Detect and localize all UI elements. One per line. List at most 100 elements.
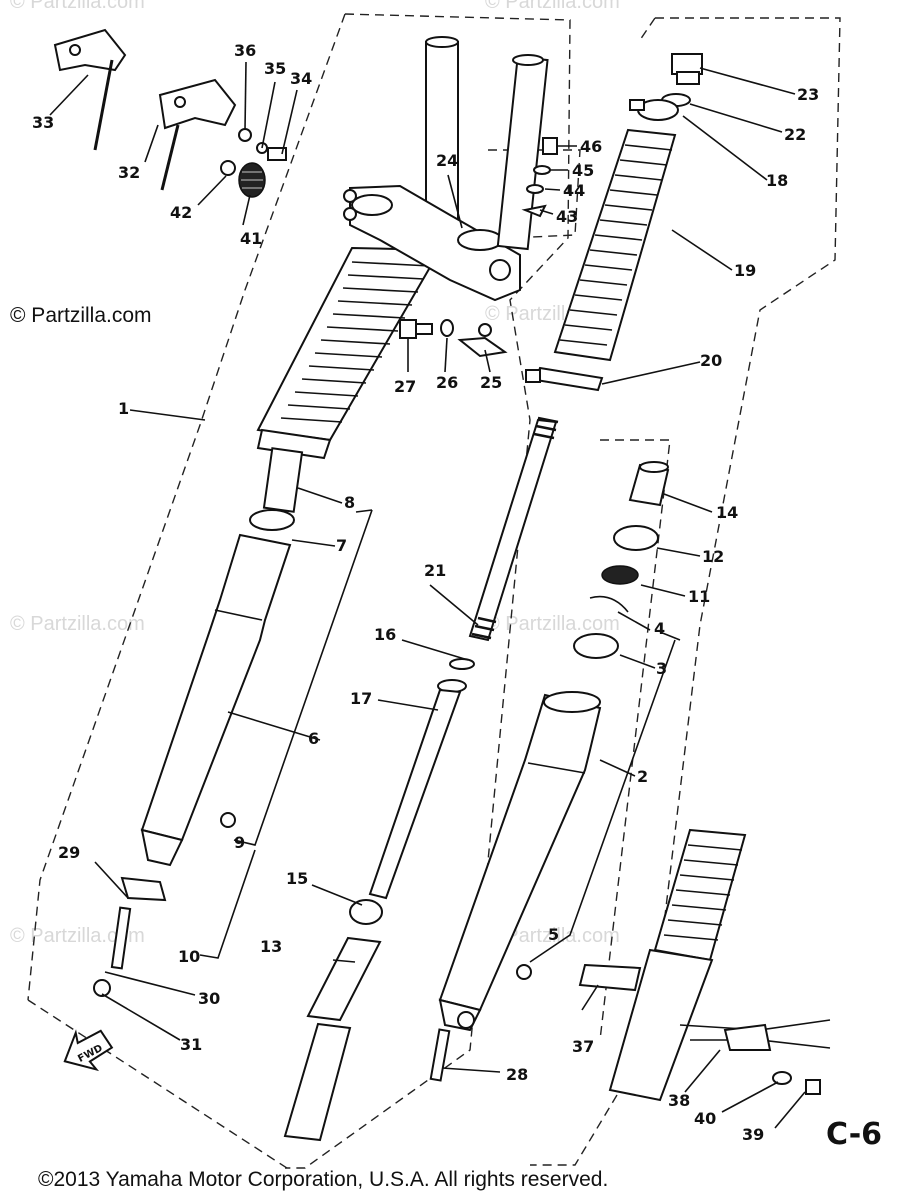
bolt-46 — [542, 137, 558, 155]
seal-12 — [613, 525, 659, 551]
callout-7: 7 — [336, 536, 347, 555]
callout-22: 22 — [784, 125, 806, 144]
callout-40: 40 — [694, 1109, 716, 1128]
forward-arrow-icon: FWD — [63, 1029, 114, 1072]
washer-44 — [526, 184, 544, 194]
callout-13: 13 — [260, 937, 282, 956]
brand-watermark: © Partzilla.com — [10, 304, 152, 327]
cap-29 — [120, 876, 167, 902]
callout-10: 10 — [178, 947, 200, 966]
callout-18: 18 — [766, 171, 788, 190]
callout-38: 38 — [668, 1091, 690, 1110]
tube-13 — [283, 936, 382, 1142]
bolt-39 — [805, 1079, 821, 1095]
damper-rod-17 — [368, 679, 467, 900]
callout-8: 8 — [344, 493, 355, 512]
lower-right-boot — [608, 828, 747, 1102]
callout-31: 31 — [180, 1035, 202, 1054]
fork-boot-19 — [553, 128, 677, 362]
triple-clamp — [343, 184, 521, 302]
steering-stem — [496, 54, 549, 251]
callout-16: 16 — [374, 625, 396, 644]
callout-41: 41 — [240, 229, 262, 248]
spring-washer-45 — [533, 165, 551, 175]
callout-20: 20 — [700, 351, 722, 370]
callout-32: 32 — [118, 163, 140, 182]
callout-33: 33 — [32, 113, 54, 132]
callout-9: 9 — [234, 833, 245, 852]
callout-34: 34 — [290, 69, 312, 88]
callout-43: 43 — [556, 207, 578, 226]
callout-27: 27 — [394, 377, 416, 396]
callout-6: 6 — [308, 729, 319, 748]
callout-46: 46 — [580, 137, 602, 156]
callout-3: 3 — [656, 659, 667, 678]
stay-25 — [457, 323, 508, 358]
watermark-left-2: © Partzilla.com — [10, 925, 145, 947]
callout-29: 29 — [58, 843, 80, 862]
washer-40 — [772, 1071, 792, 1085]
washer-26 — [440, 319, 454, 337]
watermark-center-2: © Partzilla.com — [485, 925, 620, 947]
bolt-34 — [267, 147, 287, 161]
callout-1: 1 — [118, 399, 129, 418]
assembly-outlines — [27, 13, 841, 1171]
left-fork-slider — [140, 447, 304, 867]
right-fork-slider — [438, 691, 602, 1032]
callout-37: 37 — [572, 1037, 594, 1056]
callout-39: 39 — [742, 1125, 764, 1144]
washer-11 — [601, 565, 639, 585]
washer-42 — [220, 160, 236, 176]
bolt-5 — [516, 964, 532, 980]
left-fork-boot — [256, 246, 442, 442]
cap-bolt-23 — [671, 53, 703, 85]
spring-15 — [349, 899, 383, 925]
watermark-center-1: © Partzilla.com — [485, 613, 620, 635]
washer-36 — [238, 128, 252, 142]
callout-11: 11 — [688, 587, 710, 606]
bracket-37 — [578, 963, 642, 992]
clamp-18 — [629, 99, 679, 121]
headlight-bracket-33 — [53, 28, 127, 151]
callout-5: 5 — [548, 925, 559, 944]
reflector-41 — [238, 162, 266, 198]
callout-24: 24 — [436, 151, 458, 170]
leader-lines — [49, 61, 806, 1129]
watermark-left-1: © Partzilla.com — [10, 613, 145, 635]
page-code: C-6 — [826, 1117, 882, 1152]
callout-25: 25 — [480, 373, 502, 392]
cable-guide-38 — [679, 1019, 831, 1051]
copyright-notice: ©2013 Yamaha Motor Corporation, U.S.A. A… — [38, 1168, 608, 1191]
circlip-4 — [589, 595, 629, 613]
callout-21: 21 — [424, 561, 446, 580]
boot-clamp-lower — [256, 428, 332, 460]
callout-30: 30 — [198, 989, 220, 1008]
callout-45: 45 — [572, 161, 594, 180]
callout-12: 12 — [702, 547, 724, 566]
callout-4: 4 — [654, 619, 665, 638]
fork-spring-21 — [468, 416, 559, 642]
bolt-27 — [399, 319, 433, 339]
callout-35: 35 — [264, 59, 286, 78]
callout-36: 36 — [234, 41, 256, 60]
callout-2: 2 — [637, 767, 648, 786]
callout-15: 15 — [286, 869, 308, 888]
watermark-top-left: © Partzilla.com — [10, 0, 145, 13]
clamp-20 — [525, 366, 604, 392]
headlight-bracket-32 — [158, 78, 237, 191]
callout-17: 17 — [350, 689, 372, 708]
oil-seal-3 — [573, 633, 619, 659]
callout-44: 44 — [563, 181, 585, 200]
callout-23: 23 — [797, 85, 819, 104]
stud-30 — [110, 906, 132, 970]
spacer-14 — [628, 461, 670, 507]
callout-28: 28 — [506, 1065, 528, 1084]
watermark-top-right: © Partzilla.com — [485, 0, 620, 13]
washer-16 — [449, 658, 475, 670]
callout-42: 42 — [170, 203, 192, 222]
nut-31 — [93, 979, 111, 997]
callout-19: 19 — [734, 261, 756, 280]
callout-14: 14 — [716, 503, 738, 522]
bolt-28 — [429, 1028, 451, 1082]
